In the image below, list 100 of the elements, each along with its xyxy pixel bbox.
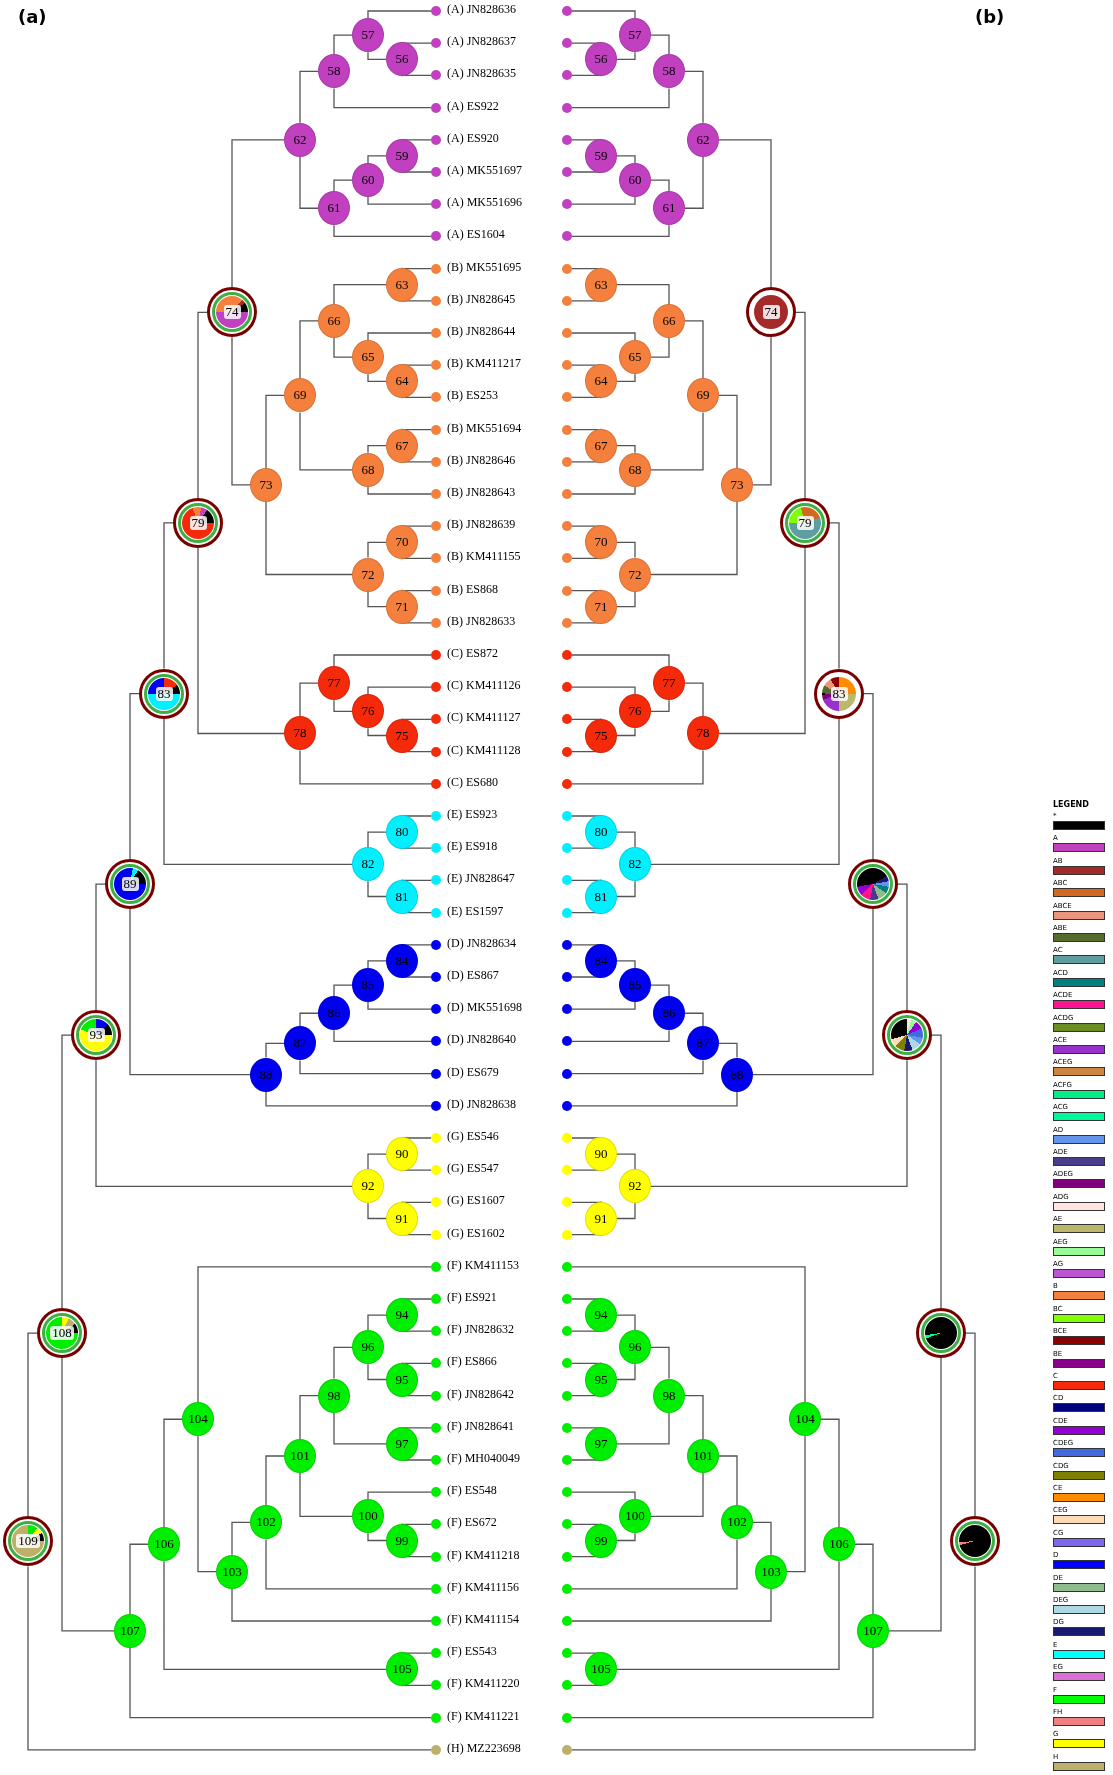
branch-line [367, 1314, 387, 1331]
branch-line [197, 547, 285, 735]
node-circle: 71 [386, 589, 418, 624]
tip-dot [562, 1583, 572, 1594]
node-circle: 103 [755, 1554, 787, 1589]
branch-line [367, 51, 387, 60]
node-circle: 97 [585, 1426, 617, 1461]
tip-dot [562, 231, 572, 242]
taxon-label: (B) KM411155 [447, 548, 521, 565]
branch-line [367, 10, 432, 19]
node-circle: 60 [619, 163, 651, 198]
branch-line [616, 445, 636, 454]
node-circle: 61 [653, 191, 685, 226]
taxon-label: (C) ES872 [447, 645, 498, 661]
pie-chart-node: 109 [3, 1516, 53, 1567]
node-circle: 82 [352, 847, 384, 882]
branch-line [129, 1543, 149, 1615]
taxon-label: (B) JN828633 [447, 612, 516, 629]
taxon-label: (C) KM411126 [447, 677, 521, 694]
taxon-label: (E) JN828647 [447, 870, 515, 887]
node-circle: 59 [386, 138, 418, 173]
branch-line [571, 332, 636, 341]
node-circle: 101 [284, 1438, 316, 1473]
branch-line [571, 486, 636, 495]
branch-line [616, 541, 636, 559]
tip-dot [562, 811, 572, 821]
taxon-label: (B) MK551694 [447, 419, 522, 436]
taxon-label: (C) ES680 [447, 773, 498, 790]
panel-label: (a) [18, 6, 47, 27]
tip-dot [562, 1616, 572, 1626]
branch-line [684, 682, 704, 718]
branch-line [571, 1266, 806, 1403]
tip-dot [562, 1326, 572, 1337]
node-circle: 86 [318, 996, 350, 1031]
tip-dot [562, 939, 572, 950]
node-circle: 88 [250, 1057, 282, 1092]
branch-line [299, 320, 319, 380]
pie-chart-node: 79 [780, 497, 830, 548]
taxon-label: (B) JN828643 [447, 484, 516, 500]
taxon-label: (F) MH040049 [447, 1450, 520, 1466]
branch-line [650, 1472, 704, 1517]
tip-dot [562, 295, 572, 306]
taxon-label: (E) ES1597 [447, 902, 504, 919]
node-circle: 56 [585, 42, 617, 77]
branch-line [650, 717, 840, 865]
node-circle: 71 [585, 589, 617, 624]
branch-line [367, 880, 387, 898]
branch-line [752, 336, 772, 486]
tip-dot [562, 585, 572, 596]
branch-line [897, 883, 908, 1011]
node-circle: 88 [721, 1057, 753, 1092]
tip-dot [562, 650, 572, 660]
branch-line [129, 692, 140, 860]
branch-line [367, 445, 387, 454]
branch-line [684, 1012, 704, 1028]
tip-dot [562, 1358, 572, 1369]
pie-chart-node: 93 [71, 1010, 121, 1061]
tip-dot [562, 199, 572, 210]
node-circle: 91 [386, 1201, 418, 1236]
branch-line [27, 1565, 432, 1751]
branch-line [333, 1029, 432, 1043]
node-circle: 81 [585, 879, 617, 914]
branch-line [616, 831, 636, 848]
taxon-label: (F) JN828641 [447, 1417, 514, 1434]
node-circle: 87 [687, 1026, 719, 1061]
taxon-label: (B) JN828639 [447, 516, 516, 533]
node-circle: 73 [250, 467, 282, 502]
branch-line [684, 320, 704, 380]
branch-line [616, 1153, 636, 1170]
branch-line [367, 196, 432, 205]
taxon-label: (B) JN828646 [447, 451, 516, 468]
node-circle: 96 [352, 1330, 384, 1365]
taxon-label: (D) JN828634 [447, 934, 516, 951]
branch-line [265, 1042, 285, 1059]
taxon-label: (C) KM411127 [447, 709, 521, 726]
branch-line [367, 541, 387, 559]
taxon-label: (F) ES921 [447, 1289, 497, 1305]
tip-dot [562, 1100, 572, 1111]
tip-dot [562, 1455, 572, 1465]
branch-line [367, 1532, 387, 1542]
branch-line [367, 727, 387, 737]
taxon-label: (F) KM411221 [447, 1707, 520, 1724]
node-circle: 70 [585, 525, 617, 560]
node-circle: 98 [318, 1378, 350, 1413]
pie-chart-node: 74 [746, 287, 796, 338]
branch-line [299, 1012, 319, 1028]
taxon-label: (F) ES672 [447, 1514, 497, 1531]
node-circle: 69 [284, 378, 316, 413]
branch-line [571, 87, 670, 109]
branch-line [684, 1394, 704, 1440]
taxon-label: (A) JN828637 [447, 33, 516, 50]
node-circle: 77 [653, 666, 685, 701]
tip-dot [562, 328, 572, 338]
branch-line [718, 394, 738, 469]
tip-dot [562, 875, 572, 886]
node-circle: 61 [318, 191, 350, 226]
branch-line [571, 654, 670, 667]
branch-line [333, 1346, 353, 1380]
branch-line [616, 1363, 636, 1381]
taxon-label: (F) KM411220 [447, 1675, 520, 1692]
